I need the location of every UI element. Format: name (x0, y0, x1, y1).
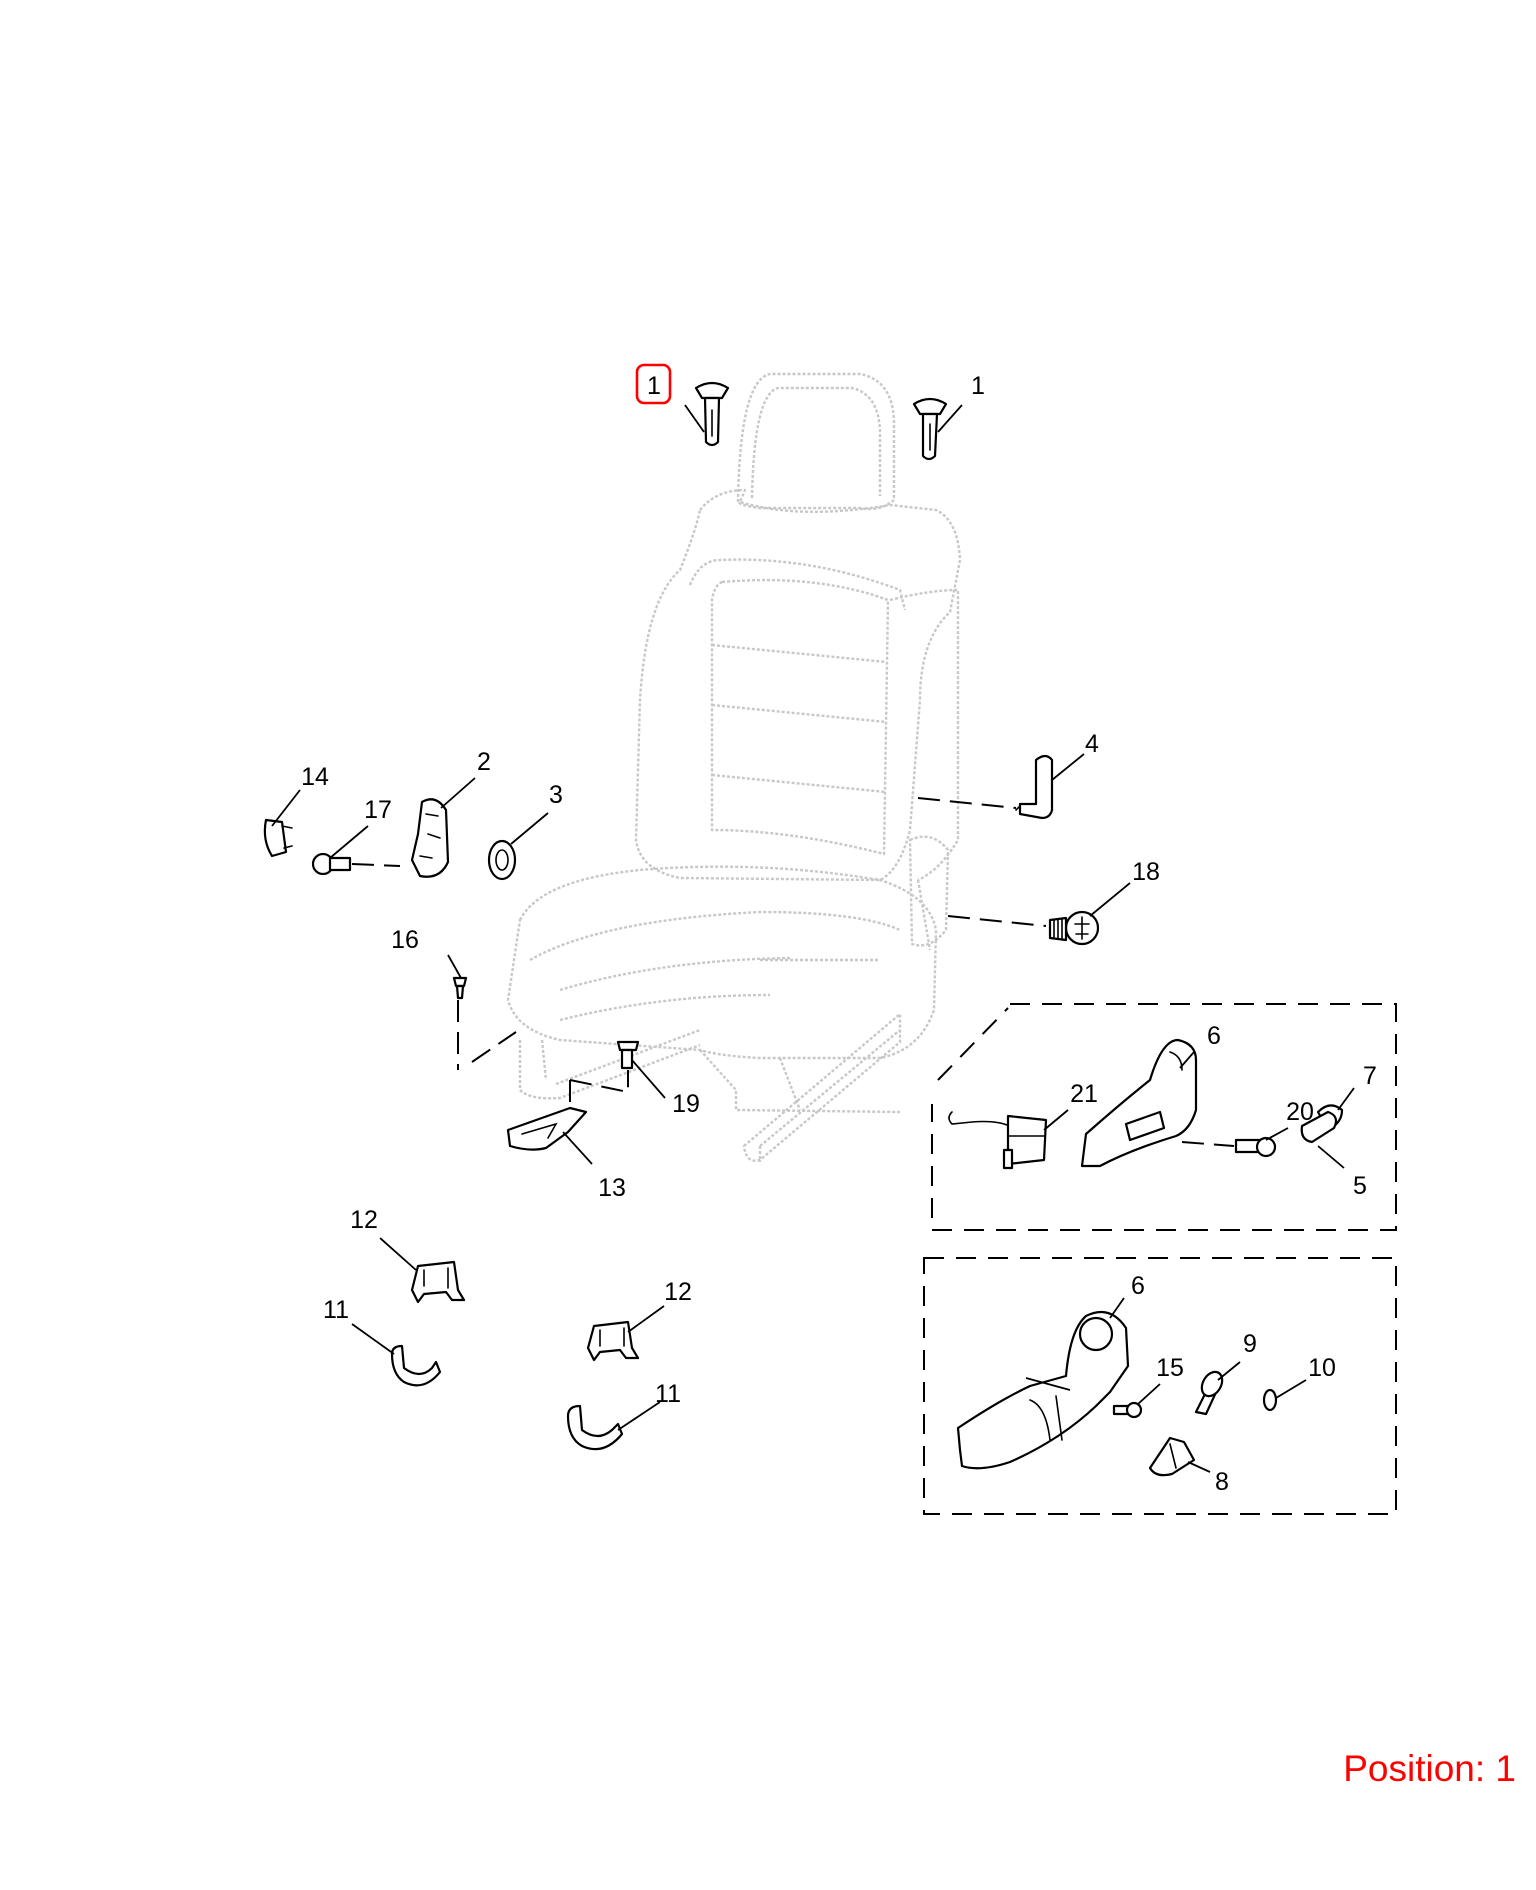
part-17-screw[interactable] (311, 852, 352, 876)
part-8-knob[interactable] (1148, 1436, 1196, 1477)
callout-12-right[interactable]: 12 (664, 1278, 692, 1306)
callout-5[interactable]: 5 (1353, 1172, 1367, 1200)
part-4-lever[interactable] (1015, 754, 1054, 820)
callout-19[interactable]: 19 (672, 1090, 700, 1118)
part-5-cap[interactable] (1300, 1110, 1338, 1144)
part-11-clip-left[interactable] (390, 1344, 442, 1387)
part-6-side-panel-lower[interactable] (956, 1310, 1130, 1470)
part-16-screw[interactable] (452, 976, 468, 1000)
callout-11-right[interactable]: 11 (655, 1380, 681, 1408)
callout-1-left[interactable]: 1 (647, 372, 661, 400)
part-1-headrest-guide-left[interactable] (694, 381, 730, 447)
callout-17[interactable]: 17 (364, 796, 392, 824)
callout-6-upper[interactable]: 6 (1207, 1022, 1221, 1050)
part-19-bolt[interactable] (616, 1040, 640, 1070)
group-box-upper (931, 1003, 1397, 1231)
callout-7[interactable]: 7 (1363, 1062, 1377, 1090)
part-9-lever[interactable] (1194, 1368, 1226, 1416)
position-label: Position: 1 (1343, 1748, 1516, 1789)
callout-21[interactable]: 21 (1070, 1080, 1098, 1108)
callout-10[interactable]: 10 (1308, 1354, 1336, 1382)
leader-lines (271, 404, 1355, 1473)
callout-11-left[interactable]: 11 (323, 1296, 349, 1324)
assembly-lines (351, 797, 1235, 1147)
callout-20[interactable]: 20 (1286, 1098, 1314, 1126)
part-15-screw[interactable] (1112, 1401, 1143, 1419)
part-12-cover-right[interactable] (586, 1320, 640, 1362)
part-14-clip[interactable] (263, 818, 293, 858)
part-2-bracket[interactable] (410, 798, 450, 878)
callout-1-right[interactable]: 1 (971, 372, 985, 400)
part-18-bolt[interactable] (1048, 910, 1100, 946)
part-12-cover-left[interactable] (410, 1260, 466, 1304)
callout-4[interactable]: 4 (1085, 730, 1099, 758)
part-10-cap[interactable] (1262, 1388, 1278, 1412)
callout-16[interactable]: 16 (391, 926, 419, 954)
part-1-headrest-guide-right[interactable] (912, 397, 948, 461)
callout-2[interactable]: 2 (477, 748, 491, 776)
callout-6-lower[interactable]: 6 (1131, 1272, 1145, 1300)
callout-15[interactable]: 15 (1156, 1354, 1184, 1382)
group-box-lower (923, 1257, 1397, 1515)
part-21-switch[interactable] (948, 1111, 1048, 1170)
callout-8[interactable]: 8 (1215, 1468, 1229, 1496)
callout-18[interactable]: 18 (1132, 858, 1160, 886)
part-6-side-panel-upper[interactable] (1080, 1038, 1198, 1168)
highlight-box (635, 363, 672, 405)
part-20-screw[interactable] (1234, 1136, 1277, 1158)
part-3-ring[interactable] (487, 839, 517, 881)
part-11-clip-right[interactable] (566, 1404, 624, 1451)
callout-12-left[interactable]: 12 (350, 1206, 378, 1234)
callout-13[interactable]: 13 (598, 1174, 626, 1202)
callout-3[interactable]: 3 (549, 781, 563, 809)
callout-14[interactable]: 14 (301, 763, 329, 791)
callout-labels: 1 1 2 3 4 18 14 17 16 19 13 12 11 12 11 … (301, 363, 1377, 1496)
seat-outline (506, 372, 962, 1162)
callout-9[interactable]: 9 (1243, 1330, 1257, 1358)
part-13-trim[interactable] (506, 1106, 588, 1151)
